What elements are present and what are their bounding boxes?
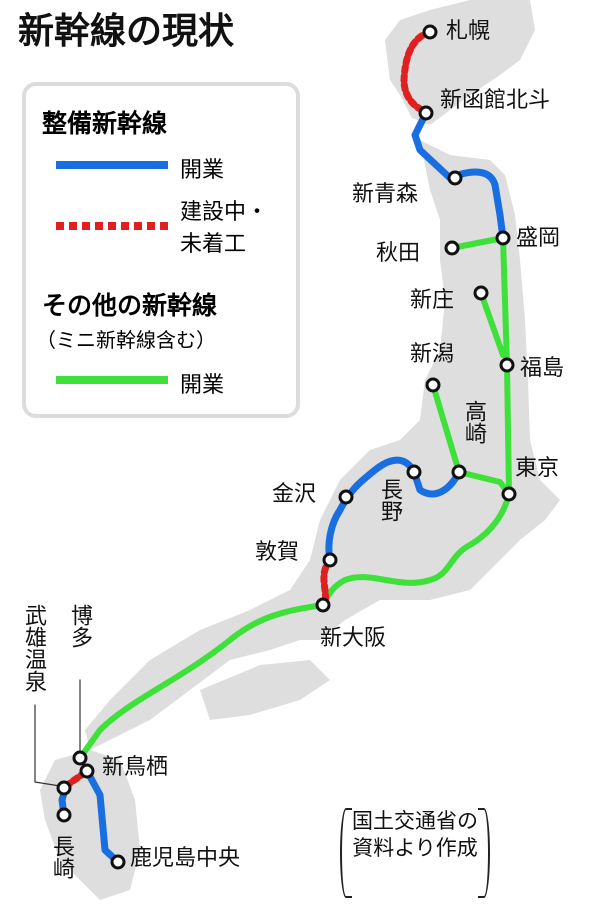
station-shin-hakodate-hokuto[interactable] — [418, 105, 434, 121]
shikoku — [200, 660, 330, 720]
source-line-1: 国土交通省の — [352, 809, 478, 833]
station-nagano[interactable] — [406, 464, 422, 480]
label-shin-osaka: 新大阪 — [320, 626, 387, 651]
label-sapporo: 札幌 — [446, 19, 491, 44]
label-tokyo: 東京 — [515, 456, 560, 481]
label-shin-hakodate-hokuto: 新函館北斗 — [440, 88, 551, 113]
leader-lines — [34, 679, 81, 787]
station-tsuruga[interactable] — [322, 552, 338, 568]
station-shin-osaka[interactable] — [315, 597, 331, 613]
japan-landmass — [40, 0, 560, 900]
label-shin-tosu: 新鳥栖 — [102, 755, 169, 780]
legend-label-seibi-open: 開業 — [180, 158, 225, 183]
label-morioka: 盛岡 — [516, 226, 561, 251]
legend-label-other-open: 開業 — [180, 373, 225, 398]
station-nagasaki[interactable] — [56, 807, 72, 823]
label-akita: 秋田 — [376, 241, 421, 266]
station-shin-aomori[interactable] — [447, 170, 463, 186]
page-title: 新幹線の現状 — [18, 11, 235, 52]
legend-group2-title: その他の新幹線 — [42, 291, 218, 320]
legend-swatch-seibi-open — [56, 161, 168, 169]
station-markers — [56, 24, 517, 870]
station-morioka[interactable] — [495, 230, 511, 246]
legend-label-construction-2: 未着工 — [180, 232, 247, 257]
station-takeo-onsen[interactable] — [56, 780, 72, 796]
station-niigata[interactable] — [425, 377, 441, 393]
route-seibi-open — [58, 109, 507, 866]
station-fukushima[interactable] — [499, 357, 515, 373]
label-kanazawa: 金沢 — [272, 482, 317, 507]
station-tokyo[interactable] — [501, 486, 517, 502]
station-akita[interactable] — [444, 240, 460, 256]
label-takasaki: 高崎 — [461, 400, 486, 444]
label-niigata: 新潟 — [410, 342, 455, 367]
legend-label-construction-1: 建設中・ — [180, 200, 269, 225]
station-shinjo[interactable] — [473, 285, 489, 301]
station-sapporo[interactable] — [422, 24, 438, 40]
legend-group2-subtitle: （ミニ新幹線含む） — [36, 328, 216, 352]
station-hakata[interactable] — [72, 750, 88, 766]
station-takasaki[interactable] — [451, 464, 467, 480]
label-shin-aomori: 新青森 — [352, 182, 419, 207]
station-kagoshima-chuo[interactable] — [110, 854, 126, 870]
label-shinjo: 新庄 — [410, 288, 455, 313]
label-tsuruga: 敦賀 — [255, 540, 300, 565]
legend: 整備新幹線 開業 建設中・ 未着工 その他の新幹線 （ミニ新幹線含む） 開業 — [22, 82, 300, 418]
label-hakata: 博多 — [67, 604, 92, 648]
hokkaido — [385, 0, 535, 125]
label-kagoshima-chuo: 鹿児島中央 — [130, 846, 241, 871]
honshu — [85, 140, 560, 750]
legend-swatch-construction — [56, 222, 168, 230]
label-nagano: 長野 — [377, 478, 402, 522]
label-nagasaki: 長崎 — [49, 835, 74, 879]
label-fukushima: 福島 — [520, 356, 565, 381]
legend-swatch-other-open — [56, 376, 168, 384]
legend-group1-title: 整備新幹線 — [42, 109, 168, 138]
station-kanazawa[interactable] — [338, 489, 354, 505]
station-shin-tosu[interactable] — [79, 763, 95, 779]
source-line-2: 資料より作成 — [352, 836, 478, 861]
label-takeo-onsen: 武雄温泉 — [21, 604, 46, 692]
source-note: 国土交通省の 資料より作成 — [340, 808, 490, 898]
